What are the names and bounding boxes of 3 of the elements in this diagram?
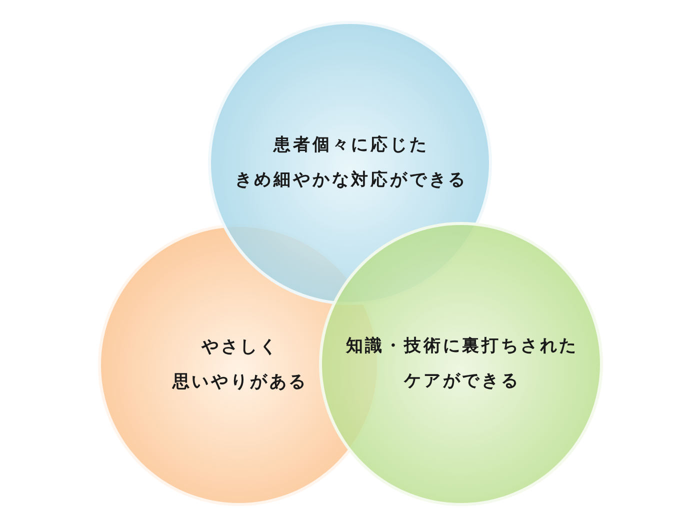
circle-label: 患者個々に応じたきめ細やかな対応ができる [234,134,468,192]
circle-label: やさしく思いやりがある [171,336,308,394]
circle-label: 知識・技術に裏打ちされたケアができる [344,335,579,393]
